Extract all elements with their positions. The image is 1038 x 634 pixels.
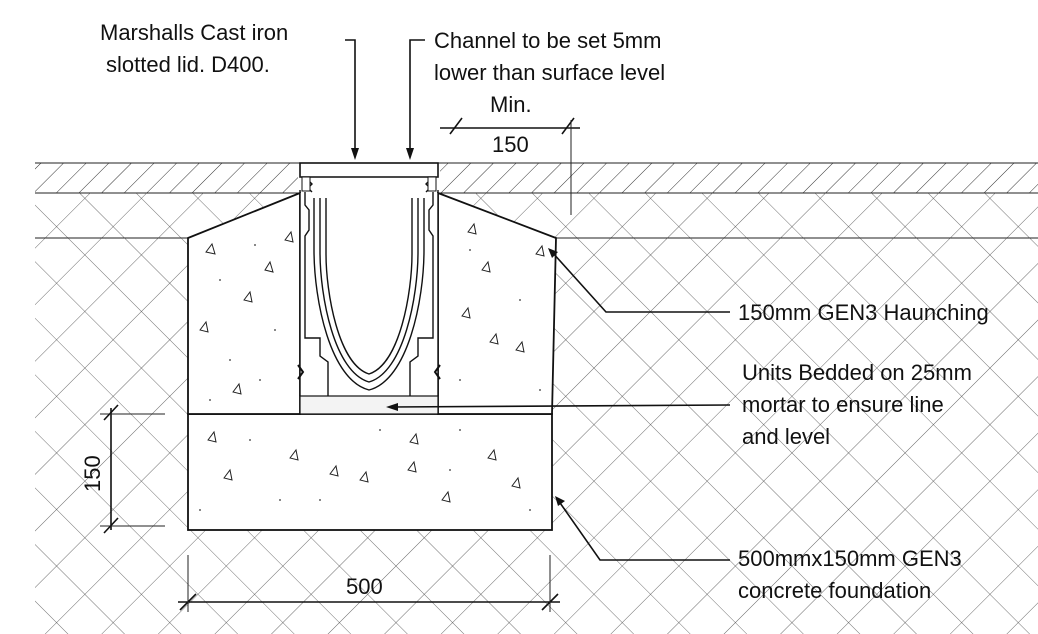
concrete-haunching bbox=[187, 191, 557, 415]
surface-layer bbox=[35, 162, 1038, 194]
min-value: 150 bbox=[492, 132, 529, 157]
subbase-layer bbox=[35, 193, 1038, 239]
haunching-label: 150mm GEN3 Haunching bbox=[738, 300, 989, 325]
height-value: 150 bbox=[80, 455, 105, 492]
channel-label-line2: lower than surface level bbox=[434, 60, 665, 85]
concrete-foundation bbox=[187, 413, 553, 531]
channel-label-line1: Channel to be set 5mm bbox=[434, 28, 661, 53]
slotted-lid bbox=[299, 162, 439, 192]
foundation-label-line2: concrete foundation bbox=[738, 578, 931, 603]
channel-unit bbox=[297, 179, 441, 415]
foundation-label-line1: 500mmx150mm GEN3 bbox=[738, 546, 962, 571]
min-label: Min. bbox=[490, 92, 532, 117]
haunching-leader bbox=[548, 248, 730, 313]
width-value: 500 bbox=[346, 574, 383, 599]
foundation-leader bbox=[555, 496, 730, 561]
bedding-label-line3: and level bbox=[742, 424, 830, 449]
bedding-label-line2: mortar to ensure line bbox=[742, 392, 944, 417]
lid-label-line1: Marshalls Cast iron bbox=[100, 20, 288, 45]
lid-label-line2: slotted lid. D400. bbox=[106, 52, 270, 77]
lid-leader bbox=[345, 39, 359, 160]
bedding-label-line1: Units Bedded on 25mm bbox=[742, 360, 972, 385]
min-150-dimension bbox=[440, 117, 580, 215]
width-500-dimension bbox=[178, 555, 560, 612]
height-150-dimension bbox=[100, 404, 165, 534]
bedding-leader bbox=[386, 403, 731, 411]
channel-leader bbox=[406, 39, 425, 160]
mortar-bed bbox=[299, 395, 439, 415]
concrete-aggregate bbox=[199, 222, 545, 511]
